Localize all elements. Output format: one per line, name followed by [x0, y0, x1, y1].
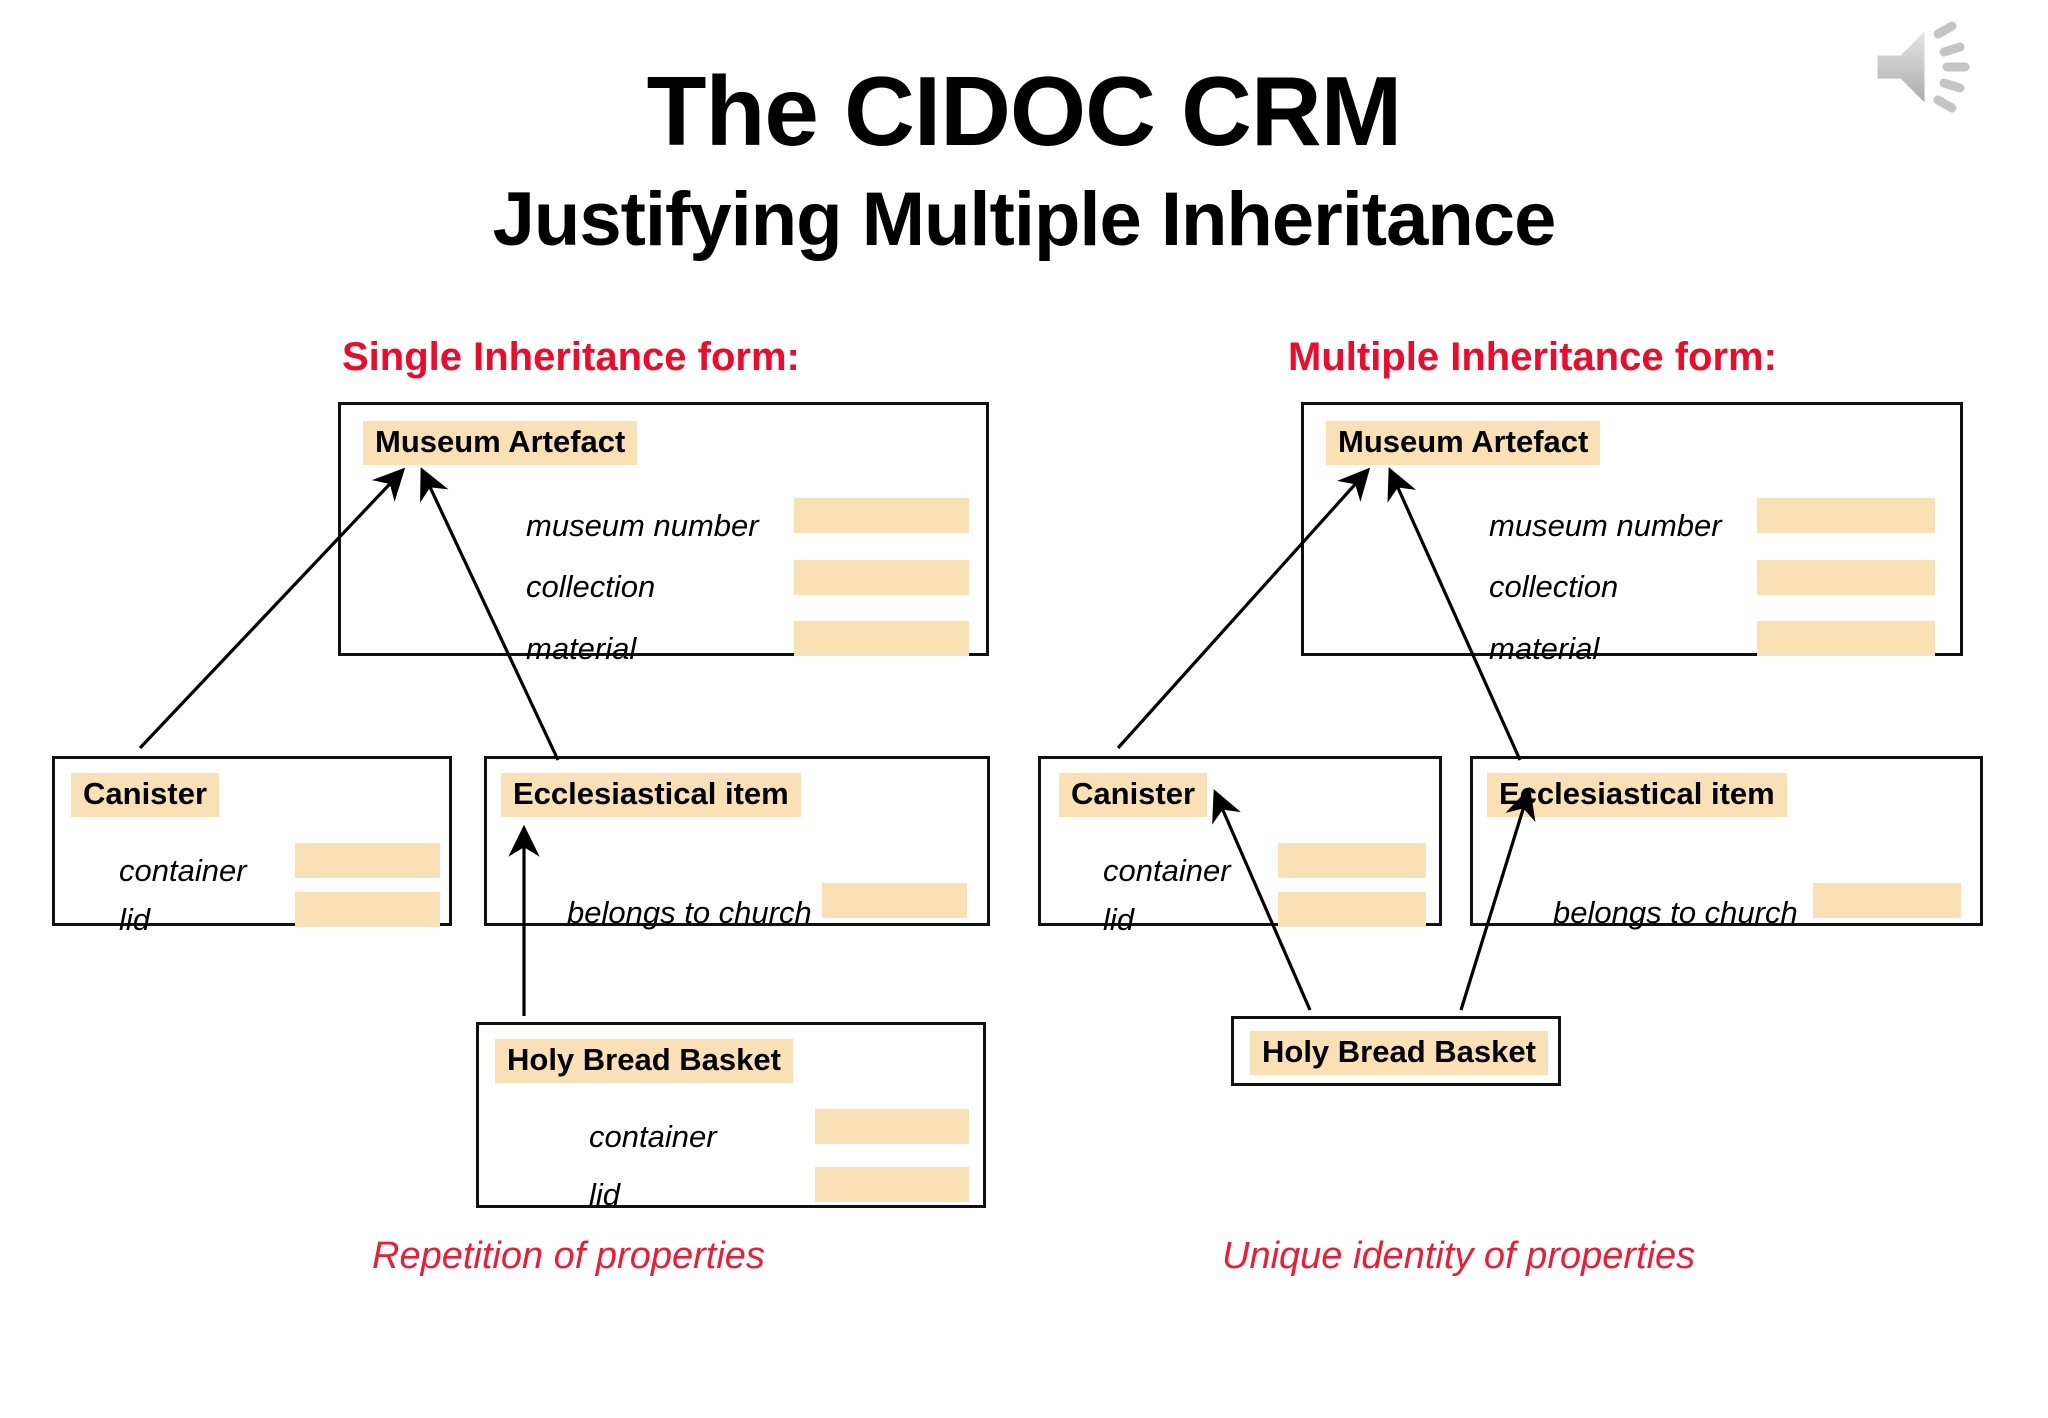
property-value-museum-number[interactable]	[794, 498, 969, 533]
property-label-lid: lid	[589, 1177, 621, 1212]
box-title: Museum Artefact	[363, 421, 638, 465]
slide-subtitle: Justifying Multiple Inheritance	[492, 177, 1557, 262]
property-value-container[interactable]	[295, 843, 440, 878]
speaker-icon[interactable]	[1868, 14, 2018, 119]
property-value-belongs-to-church[interactable]	[1813, 883, 1961, 918]
right-box-museum-artefact[interactable]: Museum Artefact museum number collection…	[1301, 402, 1963, 664]
left-box-museum-artefact[interactable]: Museum Artefact museum number collection…	[338, 402, 989, 664]
property-value-lid[interactable]	[1278, 892, 1426, 927]
property-value-collection[interactable]	[794, 560, 969, 595]
property-value-collection[interactable]	[1757, 560, 1935, 595]
property-label-collection: collection	[1489, 569, 1619, 604]
box-title: Museum Artefact	[1326, 421, 1601, 465]
right-box-canister[interactable]: Canister container lid	[1038, 756, 1442, 935]
property-value-material[interactable]	[794, 621, 969, 656]
property-value-museum-number[interactable]	[1757, 498, 1935, 533]
left-panel-caption: Repetition of properties	[372, 1235, 765, 1277]
property-label-belongs-to-church: belongs to church	[1553, 895, 1798, 930]
property-value-material[interactable]	[1757, 621, 1935, 656]
property-label-container: container	[589, 1119, 717, 1154]
right-panel-caption: Unique identity of properties	[1222, 1235, 1696, 1277]
property-value-container[interactable]	[815, 1109, 969, 1144]
property-value-belongs-to-church[interactable]	[822, 883, 967, 918]
right-box-ecclesiastical-item[interactable]: Ecclesiastical item belongs to church	[1470, 756, 1983, 930]
property-value-lid[interactable]	[815, 1167, 969, 1202]
property-label-lid: lid	[1103, 902, 1135, 937]
left-box-canister[interactable]: Canister container lid	[52, 756, 452, 935]
property-label-museum-number: museum number	[1489, 508, 1722, 543]
property-label-container: container	[119, 853, 247, 888]
right-panel-heading: Multiple Inheritance form:	[1288, 335, 1777, 379]
left-box-holy-bread-basket[interactable]: Holy Bread Basket container lid	[476, 1022, 986, 1212]
property-label-material: material	[526, 631, 637, 666]
property-label-container: container	[1103, 853, 1231, 888]
slide-title: The CIDOC CRM	[646, 56, 1403, 166]
box-title: Ecclesiastical item	[1487, 773, 1787, 817]
left-panel-heading: Single Inheritance form:	[342, 335, 800, 379]
box-title: Ecclesiastical item	[501, 773, 801, 817]
property-label-collection: collection	[526, 569, 656, 604]
property-label-museum-number: museum number	[526, 508, 759, 543]
right-box-holy-bread-basket[interactable]: Holy Bread Basket	[1231, 1016, 1561, 1086]
box-title: Canister	[1059, 773, 1208, 817]
box-title: Canister	[71, 773, 220, 817]
property-label-lid: lid	[119, 902, 151, 937]
property-label-belongs-to-church: belongs to church	[567, 895, 812, 930]
property-label-material: material	[1489, 631, 1600, 666]
property-value-container[interactable]	[1278, 843, 1426, 878]
box-title: Holy Bread Basket	[1250, 1031, 1548, 1075]
property-value-lid[interactable]	[295, 892, 440, 927]
left-box-ecclesiastical-item[interactable]: Ecclesiastical item belongs to church	[484, 756, 990, 930]
box-title: Holy Bread Basket	[495, 1039, 793, 1083]
